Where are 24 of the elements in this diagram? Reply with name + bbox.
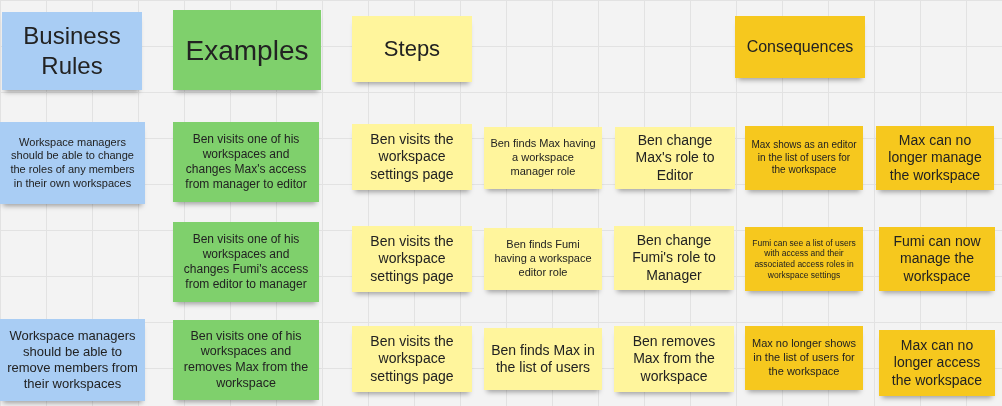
column-header-note: Business Rules [2, 12, 142, 90]
sticky-note: Fumi can now manage the workspace [879, 227, 995, 291]
sticky-note: Ben visits one of his workspaces and removes Max from the workspace [173, 320, 319, 400]
sticky-note: Ben visits one of his workspaces and changes Fumi's access from editor to manager [173, 222, 319, 302]
sticky-note: Ben finds Max having a workspace manager role [484, 127, 602, 189]
sticky-note: Ben change Fumi's role to Manager [614, 226, 734, 290]
sticky-note: Max no longer shows in the list of users for the workspace [745, 326, 863, 390]
sticky-note: Max shows as an editor in the list of users for the workspace [745, 126, 863, 190]
sticky-note: Max can no longer access the workspace [879, 330, 995, 396]
column-header-note: Examples [173, 10, 321, 90]
column-header-note: Steps [352, 16, 472, 82]
sticky-note: Workspace managers should be able to change the roles of any members in their own workspaces [0, 122, 145, 204]
sticky-note: Max can no longer manage the workspace [876, 126, 994, 190]
column-header-note: Consequences [735, 16, 865, 78]
sticky-note: Ben visits the workspace settings page [352, 326, 472, 392]
sticky-note: Ben visits the workspace settings page [352, 124, 472, 190]
sticky-note: Ben visits the workspace settings page [352, 226, 472, 292]
sticky-note: Ben removes Max from the workspace [614, 326, 734, 392]
sticky-note: Ben visits one of his workspaces and changes Max's access from manager to editor [173, 122, 319, 202]
sticky-note: Ben finds Fumi having a workspace editor role [484, 228, 602, 290]
sticky-note: Ben finds Max in the list of users [484, 328, 602, 390]
sticky-note: Fumi can see a list of users with access and their associated access roles in workspace settings [745, 227, 863, 291]
sticky-note: Workspace managers should be able to remove members from their workspaces [0, 319, 145, 401]
sticky-note: Ben change Max's role to Editor [615, 127, 735, 189]
